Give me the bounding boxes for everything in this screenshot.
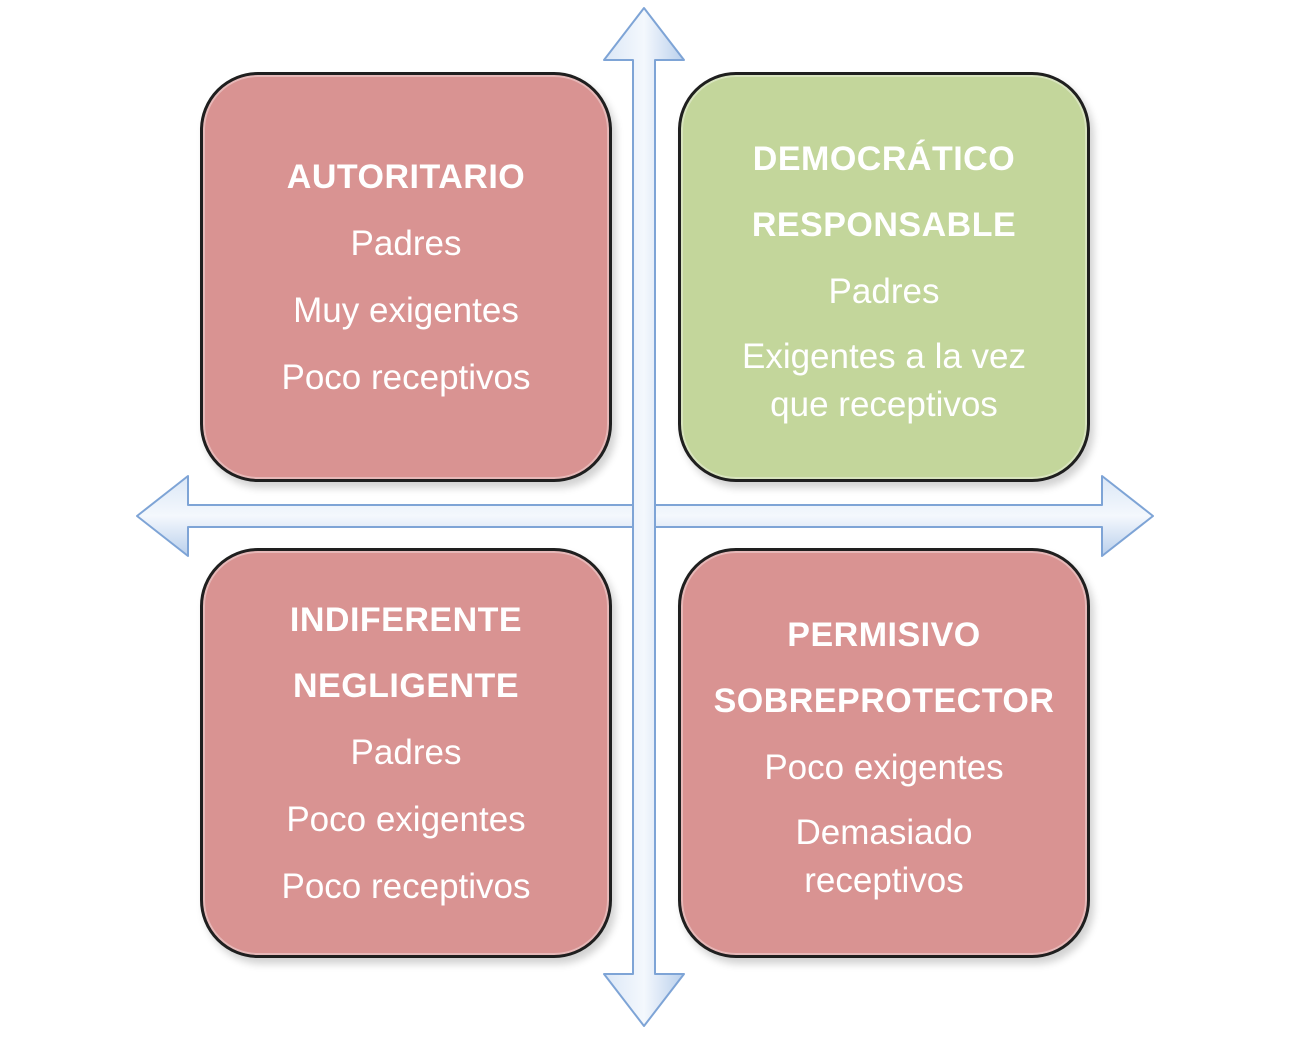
quadrant-line: Exigentes a la vez que receptivos xyxy=(741,336,1027,424)
quadrant-line: Muy exigentes xyxy=(293,290,519,330)
quadrant-line: Poco exigentes xyxy=(286,799,526,839)
quadrant-line: Poco receptivos xyxy=(281,357,531,397)
quadrant-line: Demasiado receptivos xyxy=(795,812,973,900)
quadrant-line: Padres xyxy=(350,223,462,263)
quadrant-title: NEGLIGENTE xyxy=(292,666,520,705)
quadrant-permisivo: PERMISIVO SOBREPROTECTOR Poco exigentes … xyxy=(678,548,1090,958)
quadrant-line: Poco exigentes xyxy=(764,747,1004,787)
quadrant-indiferente: INDIFERENTE NEGLIGENTE Padres Poco exige… xyxy=(200,548,612,958)
quadrant-autoritario: AUTORITARIO Padres Muy exigentes Poco re… xyxy=(200,72,612,482)
vertical-axis-arrow xyxy=(603,7,685,1027)
quadrant-title: INDIFERENTE xyxy=(289,600,523,639)
quadrant-title: DEMOCRÁTICO xyxy=(752,139,1016,178)
quadrant-title: RESPONSABLE xyxy=(751,205,1017,244)
quadrant-democratico: DEMOCRÁTICO RESPONSABLE Padres Exigentes… xyxy=(678,72,1090,482)
quadrant-title: PERMISIVO xyxy=(787,615,981,654)
quadrant-line: Padres xyxy=(828,271,940,311)
quadrant-title: AUTORITARIO xyxy=(286,157,526,196)
quadrant-line: Poco receptivos xyxy=(281,866,531,906)
quadrant-line: Padres xyxy=(350,732,462,772)
quadrant-title: SOBREPROTECTOR xyxy=(713,681,1055,720)
